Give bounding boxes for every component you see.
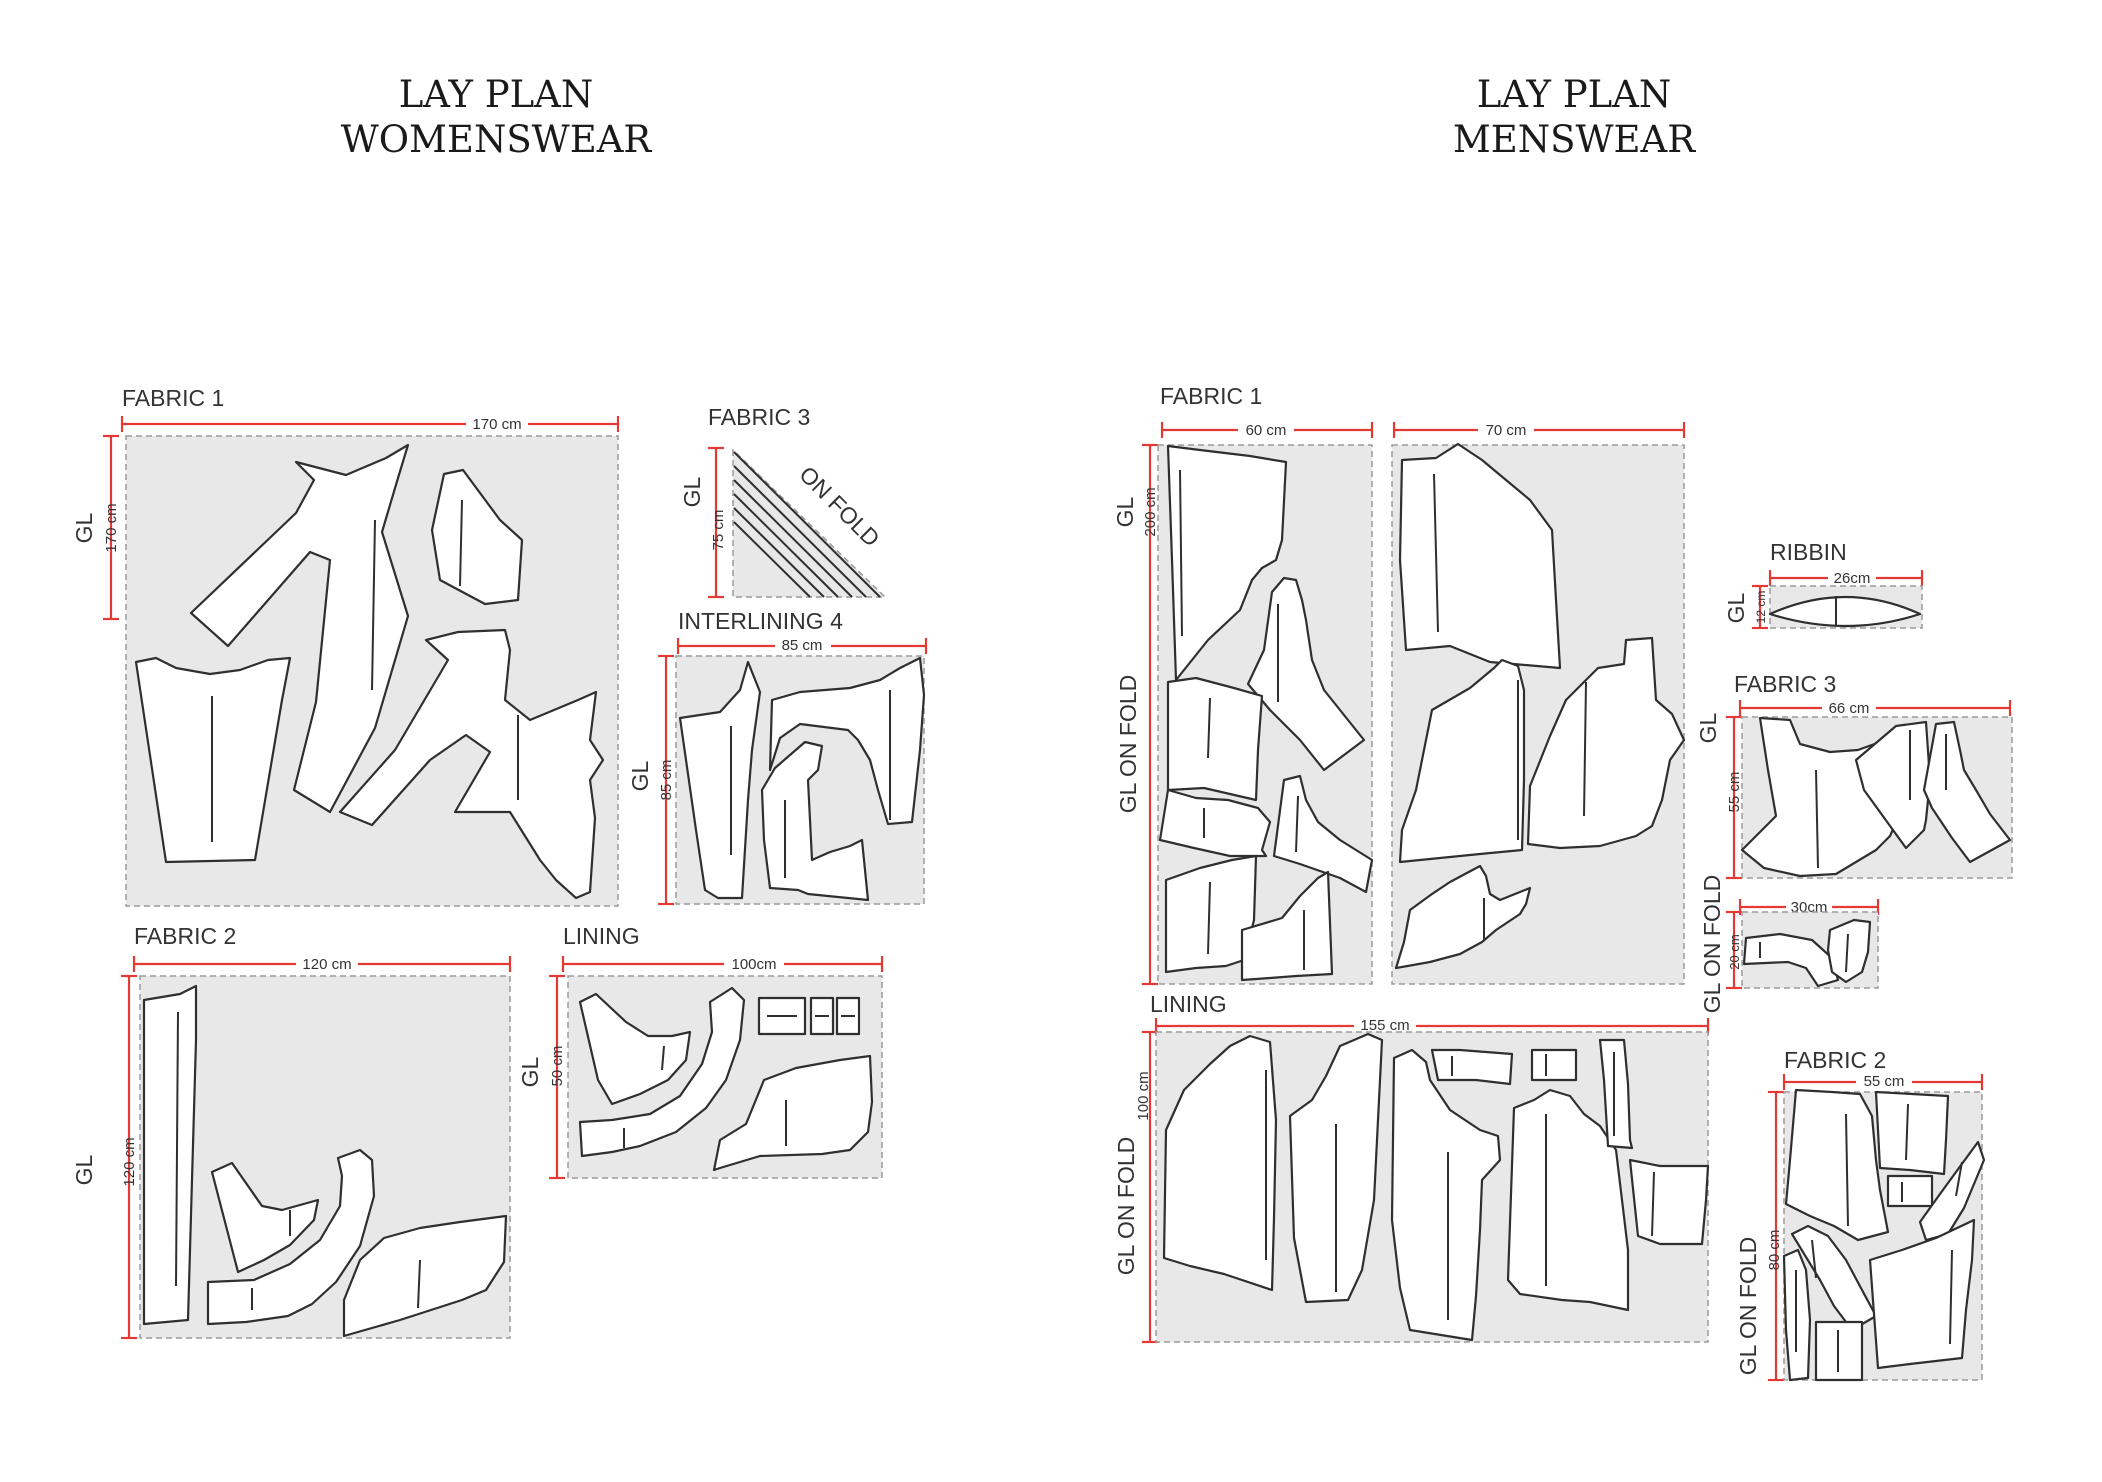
women-title-line1: LAY PLAN (399, 73, 594, 116)
men-ribbin-width: 26cm (1834, 570, 1871, 587)
men-lining-width: 155 cm (1360, 1017, 1409, 1034)
men-fabric3-gl: GL (1695, 712, 1721, 743)
men-fabric1-width-b: 70 cm (1486, 422, 1527, 439)
men-fabric1-panel: FABRIC 1 60 cm 70 cm 200 cm GL GL ON FOL… (1112, 383, 1686, 986)
men-ribbin-length: 12 cm (1754, 591, 1768, 624)
men-ribbin-label: RIBBIN (1770, 539, 1847, 565)
women-fabric1-panel: FABRIC 1 170 cm 170 cm GL (71, 385, 620, 907)
men-fabric3-panel: FABRIC 3 66 cm 55 cm GL 30cm 20 cm GL ON… (1695, 671, 2013, 1013)
men-lining-label: LINING (1150, 991, 1227, 1017)
women-fabric2-width: 120 cm (302, 956, 351, 973)
women-lining-panel: LINING 100cm 50 cm GL (517, 923, 884, 1180)
men-fabric3-width-a: 66 cm (1829, 700, 1870, 717)
men-fabric3-width-b: 30cm (1791, 899, 1828, 916)
women-fabric3-label: FABRIC 3 (708, 404, 810, 430)
men-fabric3-gl-fold: GL ON FOLD (1699, 875, 1725, 1013)
men-fabric1-gl-fold: GL ON FOLD (1115, 675, 1141, 813)
men-fabric3-length-a: 55 cm (1726, 772, 1743, 813)
men-fabric3-length-b: 20 cm (1727, 934, 1742, 969)
men-fabric2-length: 80 cm (1766, 1230, 1783, 1271)
men-fabric1-width-a: 60 cm (1246, 422, 1287, 439)
men-fabric2-gl-fold: GL ON FOLD (1735, 1237, 1761, 1375)
men-lining-length: 100 cm (1135, 1071, 1152, 1120)
women-fabric3-panel: FABRIC 3 75 cm GL ON FOLD (679, 404, 887, 599)
women-interlining4-length: 85 cm (658, 760, 675, 801)
men-fabric2-width: 55 cm (1864, 1073, 1905, 1090)
men-lining-gl-fold: GL ON FOLD (1113, 1137, 1139, 1275)
men-fabric2-panel: FABRIC 2 55 cm 80 cm GL ON FOLD (1735, 1047, 1986, 1382)
women-fabric1-length: 170 cm (103, 503, 120, 552)
women-fabric2-label: FABRIC 2 (134, 923, 236, 949)
women-interlining4-gl: GL (627, 760, 653, 791)
women-fabric2-gl: GL (71, 1154, 97, 1185)
men-title-line1: LAY PLAN (1477, 73, 1672, 116)
women-fabric1-width: 170 cm (472, 416, 521, 433)
women-fabric2-panel: FABRIC 2 120 cm 120 cm GL (71, 923, 512, 1340)
women-fabric1-label: FABRIC 1 (122, 385, 224, 411)
men-fabric3-label: FABRIC 3 (1734, 671, 1836, 697)
women-title-line2: WOMENSWEAR (341, 118, 653, 161)
women-interlining4-width: 85 cm (782, 637, 823, 654)
women-interlining4-panel: INTERLINING 4 85 cm 85 cm GL (627, 608, 928, 906)
women-lining-width: 100cm (731, 956, 776, 973)
men-fabric1-gl: GL (1112, 496, 1138, 527)
women-fabric3-length: 75 cm (710, 510, 727, 551)
men-title-line2: MENSWEAR (1453, 118, 1696, 161)
men-fabric1-label: FABRIC 1 (1160, 383, 1262, 409)
men-fabric2-label: FABRIC 2 (1784, 1047, 1886, 1073)
women-lining-label: LINING (563, 923, 640, 949)
men-fabric1-length: 200 cm (1142, 487, 1159, 536)
men-ribbin-panel: RIBBIN 26cm 12 cm GL (1723, 539, 1924, 630)
men-lining-panel: LINING 155 cm 100 cm GL ON FOLD (1113, 991, 1710, 1344)
women-fabric2-length: 120 cm (121, 1137, 138, 1186)
women-fabric1-gl: GL (71, 512, 97, 543)
women-interlining4-label: INTERLINING 4 (678, 608, 843, 634)
men-ribbin-gl: GL (1723, 592, 1749, 623)
women-lining-gl: GL (517, 1056, 543, 1087)
women-fabric3-gl: GL (679, 476, 705, 507)
women-lining-length: 50 cm (549, 1046, 566, 1087)
